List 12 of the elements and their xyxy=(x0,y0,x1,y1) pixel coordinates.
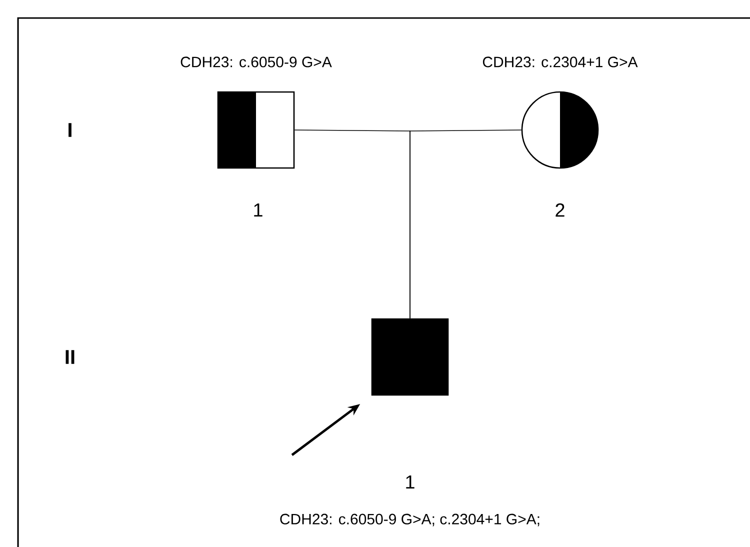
pedigree-circle xyxy=(521,91,599,169)
mutation-label: CDH23: c.6050-9 G>A xyxy=(180,56,332,68)
pedigree-square xyxy=(217,91,295,169)
individual-number: 1 xyxy=(254,203,262,217)
individual-number: 1 xyxy=(406,475,414,489)
generation-label: I xyxy=(68,123,72,137)
generation-label: II xyxy=(66,350,74,364)
pedigree-square xyxy=(371,318,449,396)
mutation-label: CDH23: c.6050-9 G>A; c.2304+1 G>A; xyxy=(280,514,540,526)
descent-line xyxy=(410,130,522,319)
individual-number: 2 xyxy=(556,203,564,217)
mutation-label: CDH23: c.2304+1 G>A xyxy=(482,56,638,68)
